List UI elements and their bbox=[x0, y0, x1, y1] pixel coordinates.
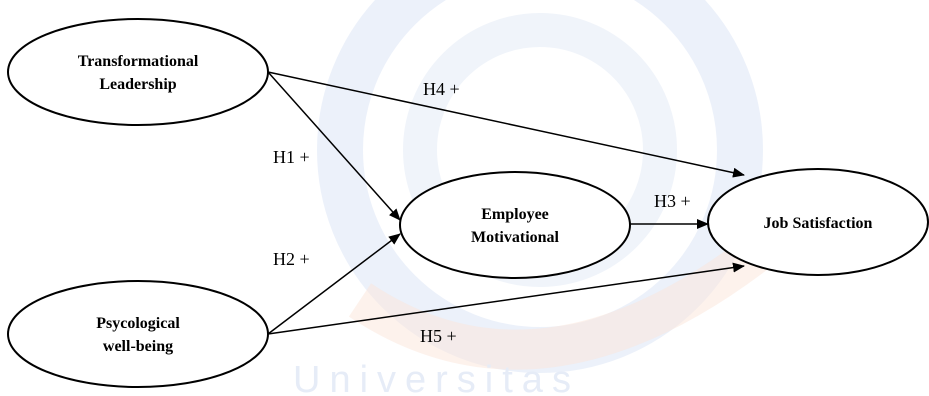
edge-label-group: H1 + H2 + H3 + H4 + H5 + bbox=[273, 79, 691, 346]
node-label-line: Leadership bbox=[99, 76, 176, 93]
edge-label-h3: H3 + bbox=[654, 191, 691, 211]
node-label-line: Job Satisfaction bbox=[764, 215, 873, 232]
edge-h4-arrow bbox=[267, 71, 745, 178]
node-label-line: Transformational bbox=[78, 53, 199, 70]
edge-label-h1: H1 + bbox=[273, 147, 310, 167]
edge-h1-arrow bbox=[267, 71, 401, 221]
node-psycological-well-being: Psycological well-being bbox=[7, 280, 269, 388]
node-employee-motivational: Employee Motivational bbox=[399, 171, 631, 279]
edge-label-h5: H5 + bbox=[420, 326, 457, 346]
node-transformational-leadership: Transformational Leadership bbox=[7, 18, 269, 126]
node-label-line: Employee bbox=[481, 206, 549, 223]
watermark-text: Universitas bbox=[293, 359, 580, 396]
edge-label-h4: H4 + bbox=[423, 79, 460, 99]
node-group: Transformational Leadership Psycological… bbox=[7, 18, 929, 388]
edge-h2-arrow bbox=[267, 233, 401, 335]
edge-label-h2: H2 + bbox=[273, 249, 310, 269]
edge-h5-arrow bbox=[267, 262, 745, 335]
edge-group bbox=[267, 71, 745, 335]
node-label-line: Psycological bbox=[96, 315, 180, 332]
node-label-line: well-being bbox=[103, 338, 173, 355]
node-job-satisfaction: Job Satisfaction bbox=[707, 168, 929, 276]
node-label-line: Motivational bbox=[471, 229, 560, 246]
